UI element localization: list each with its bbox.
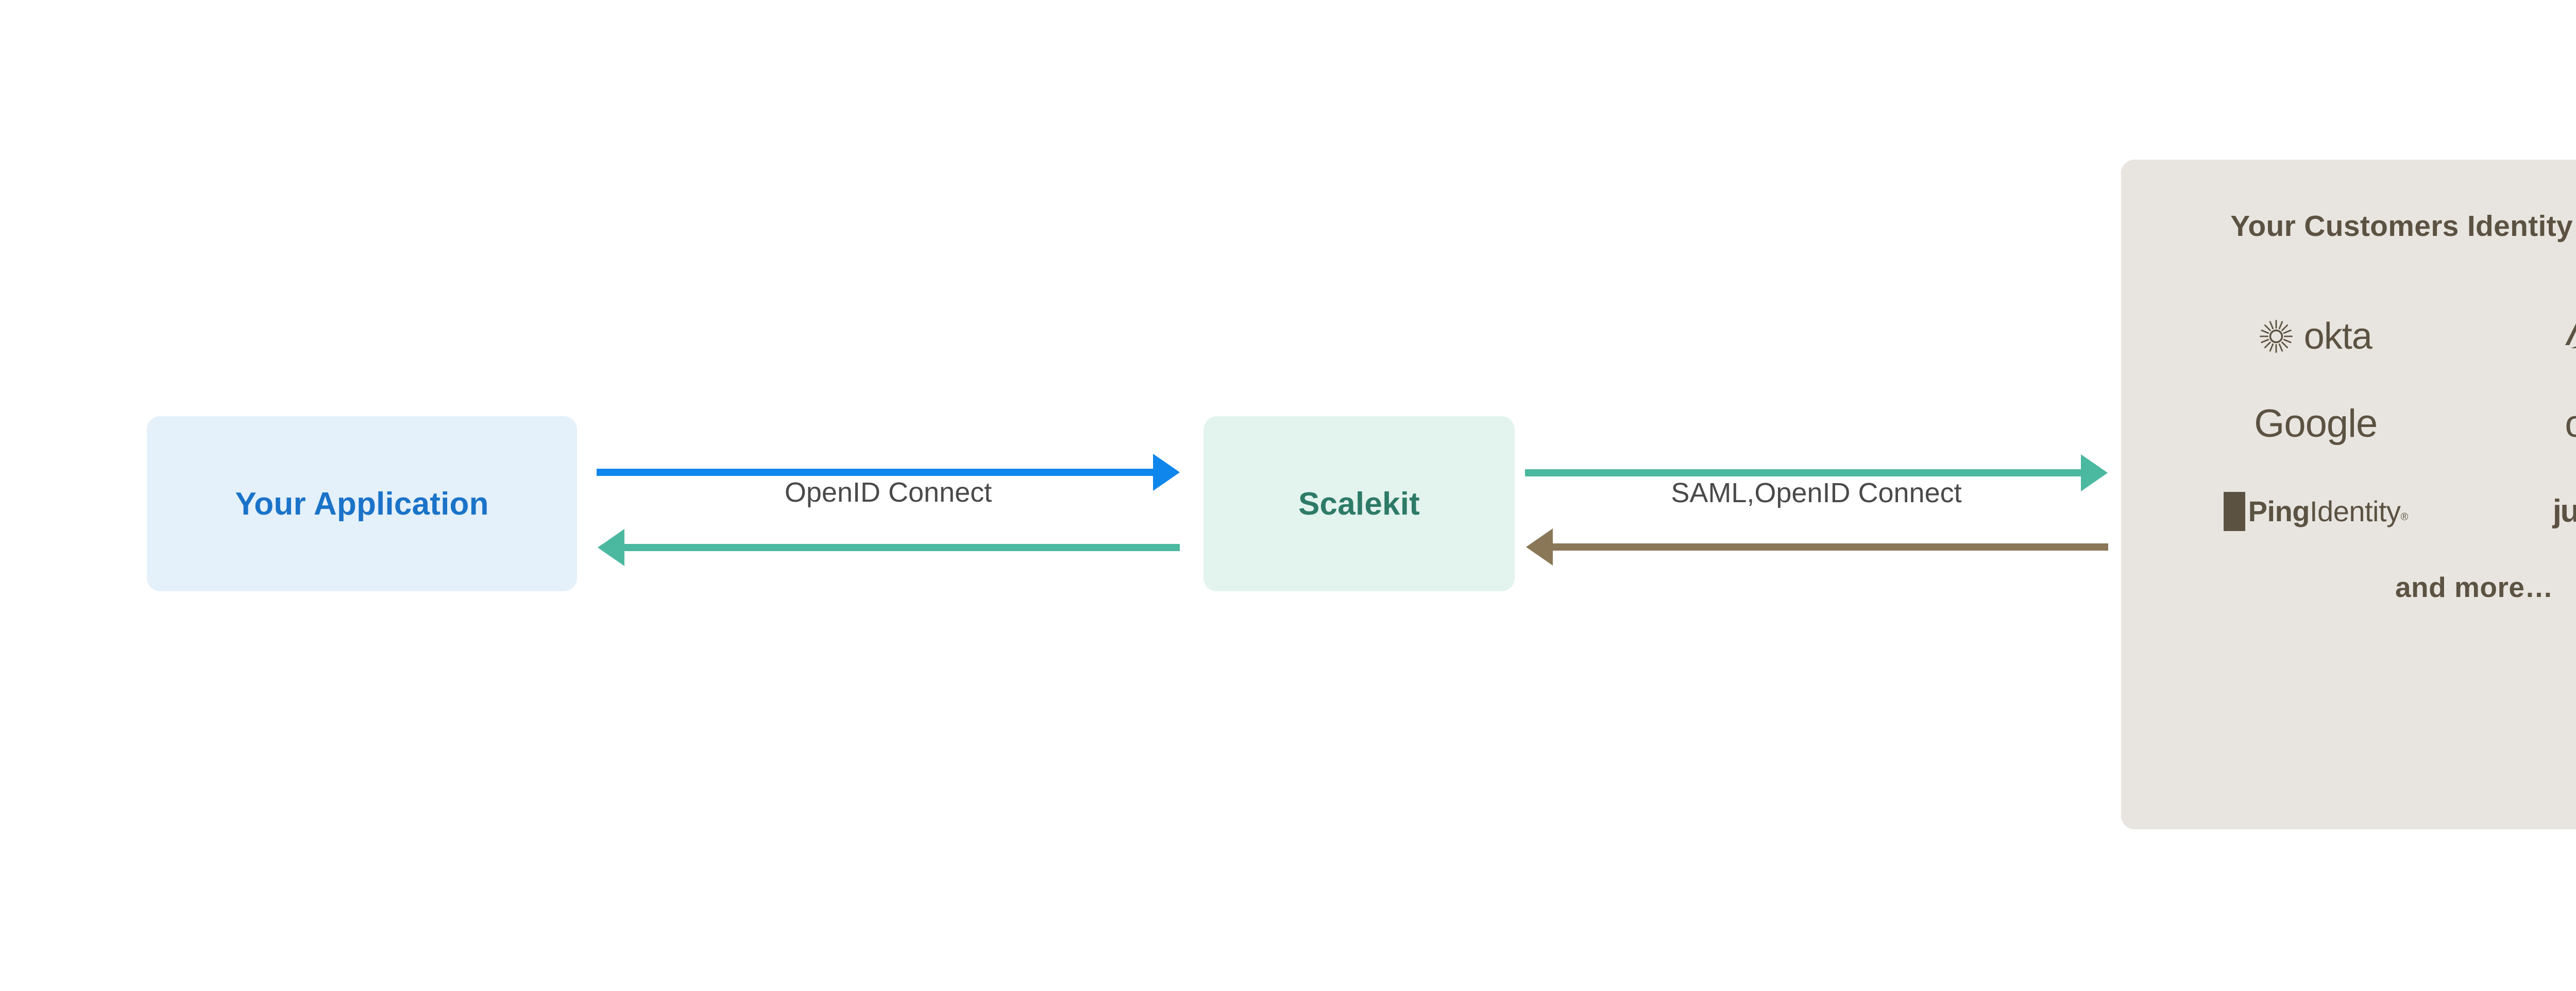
arrow-shaft <box>1553 543 2108 551</box>
provider-okta[interactable]: okta <box>2259 316 2372 357</box>
identity-providers-grid: okta Azure Google onelogin <box>2157 293 2576 555</box>
okta-sunburst-icon <box>2259 320 2293 353</box>
identity-providers-title: Your Customers Identity Providers <box>2230 210 2576 243</box>
registered-trademark-icon: ® <box>2400 511 2409 523</box>
provider-azure[interactable]: Azure <box>2564 318 2576 355</box>
node-scalekit[interactable]: Scalekit <box>1204 416 1515 591</box>
provider-google[interactable]: Google <box>2254 402 2378 446</box>
provider-jumpcloud-label: jumpcloud™ <box>2553 496 2576 527</box>
provider-onelogin[interactable]: onelogin <box>2565 405 2576 443</box>
ping-square-icon <box>2223 492 2245 531</box>
provider-okta-label: okta <box>2303 316 2372 357</box>
node-your-application[interactable]: Your Application <box>147 416 577 591</box>
provider-onelogin-label: onelogin <box>2565 402 2576 445</box>
azure-triangle-icon <box>2564 319 2576 353</box>
node-your-application-label: Your Application <box>235 486 489 522</box>
arrow-head-left-icon <box>598 529 624 566</box>
provider-google-label: Google <box>2254 402 2378 446</box>
arrow-shaft <box>597 469 1153 476</box>
provider-pingidentity-label: PingIdentity® <box>2248 495 2409 527</box>
arrow-head-left-icon <box>1526 528 1553 566</box>
provider-pingidentity[interactable]: PingIdentity® <box>2223 492 2409 531</box>
arrow-shaft <box>624 544 1180 551</box>
provider-jumpcloud-text: jumpcloud <box>2552 493 2576 529</box>
identity-providers-footer: and more… <box>2395 571 2554 603</box>
provider-pingidentity-light: Identity <box>2310 495 2401 527</box>
arrow-shaft <box>1525 469 2081 476</box>
edge-label-right: SAML,OpenID Connect <box>1671 477 1962 508</box>
arrow-head-right-icon <box>2081 454 2108 491</box>
identity-providers-panel: Your Customers Identity Providers <box>2121 160 2576 829</box>
node-scalekit-label: Scalekit <box>1298 486 1420 522</box>
arrow-head-right-icon <box>1153 454 1180 491</box>
provider-jumpcloud[interactable]: jumpcloud™ <box>2553 496 2576 527</box>
provider-pingidentity-bold: Ping <box>2248 495 2310 527</box>
edge-label-left: OpenID Connect <box>784 477 992 508</box>
